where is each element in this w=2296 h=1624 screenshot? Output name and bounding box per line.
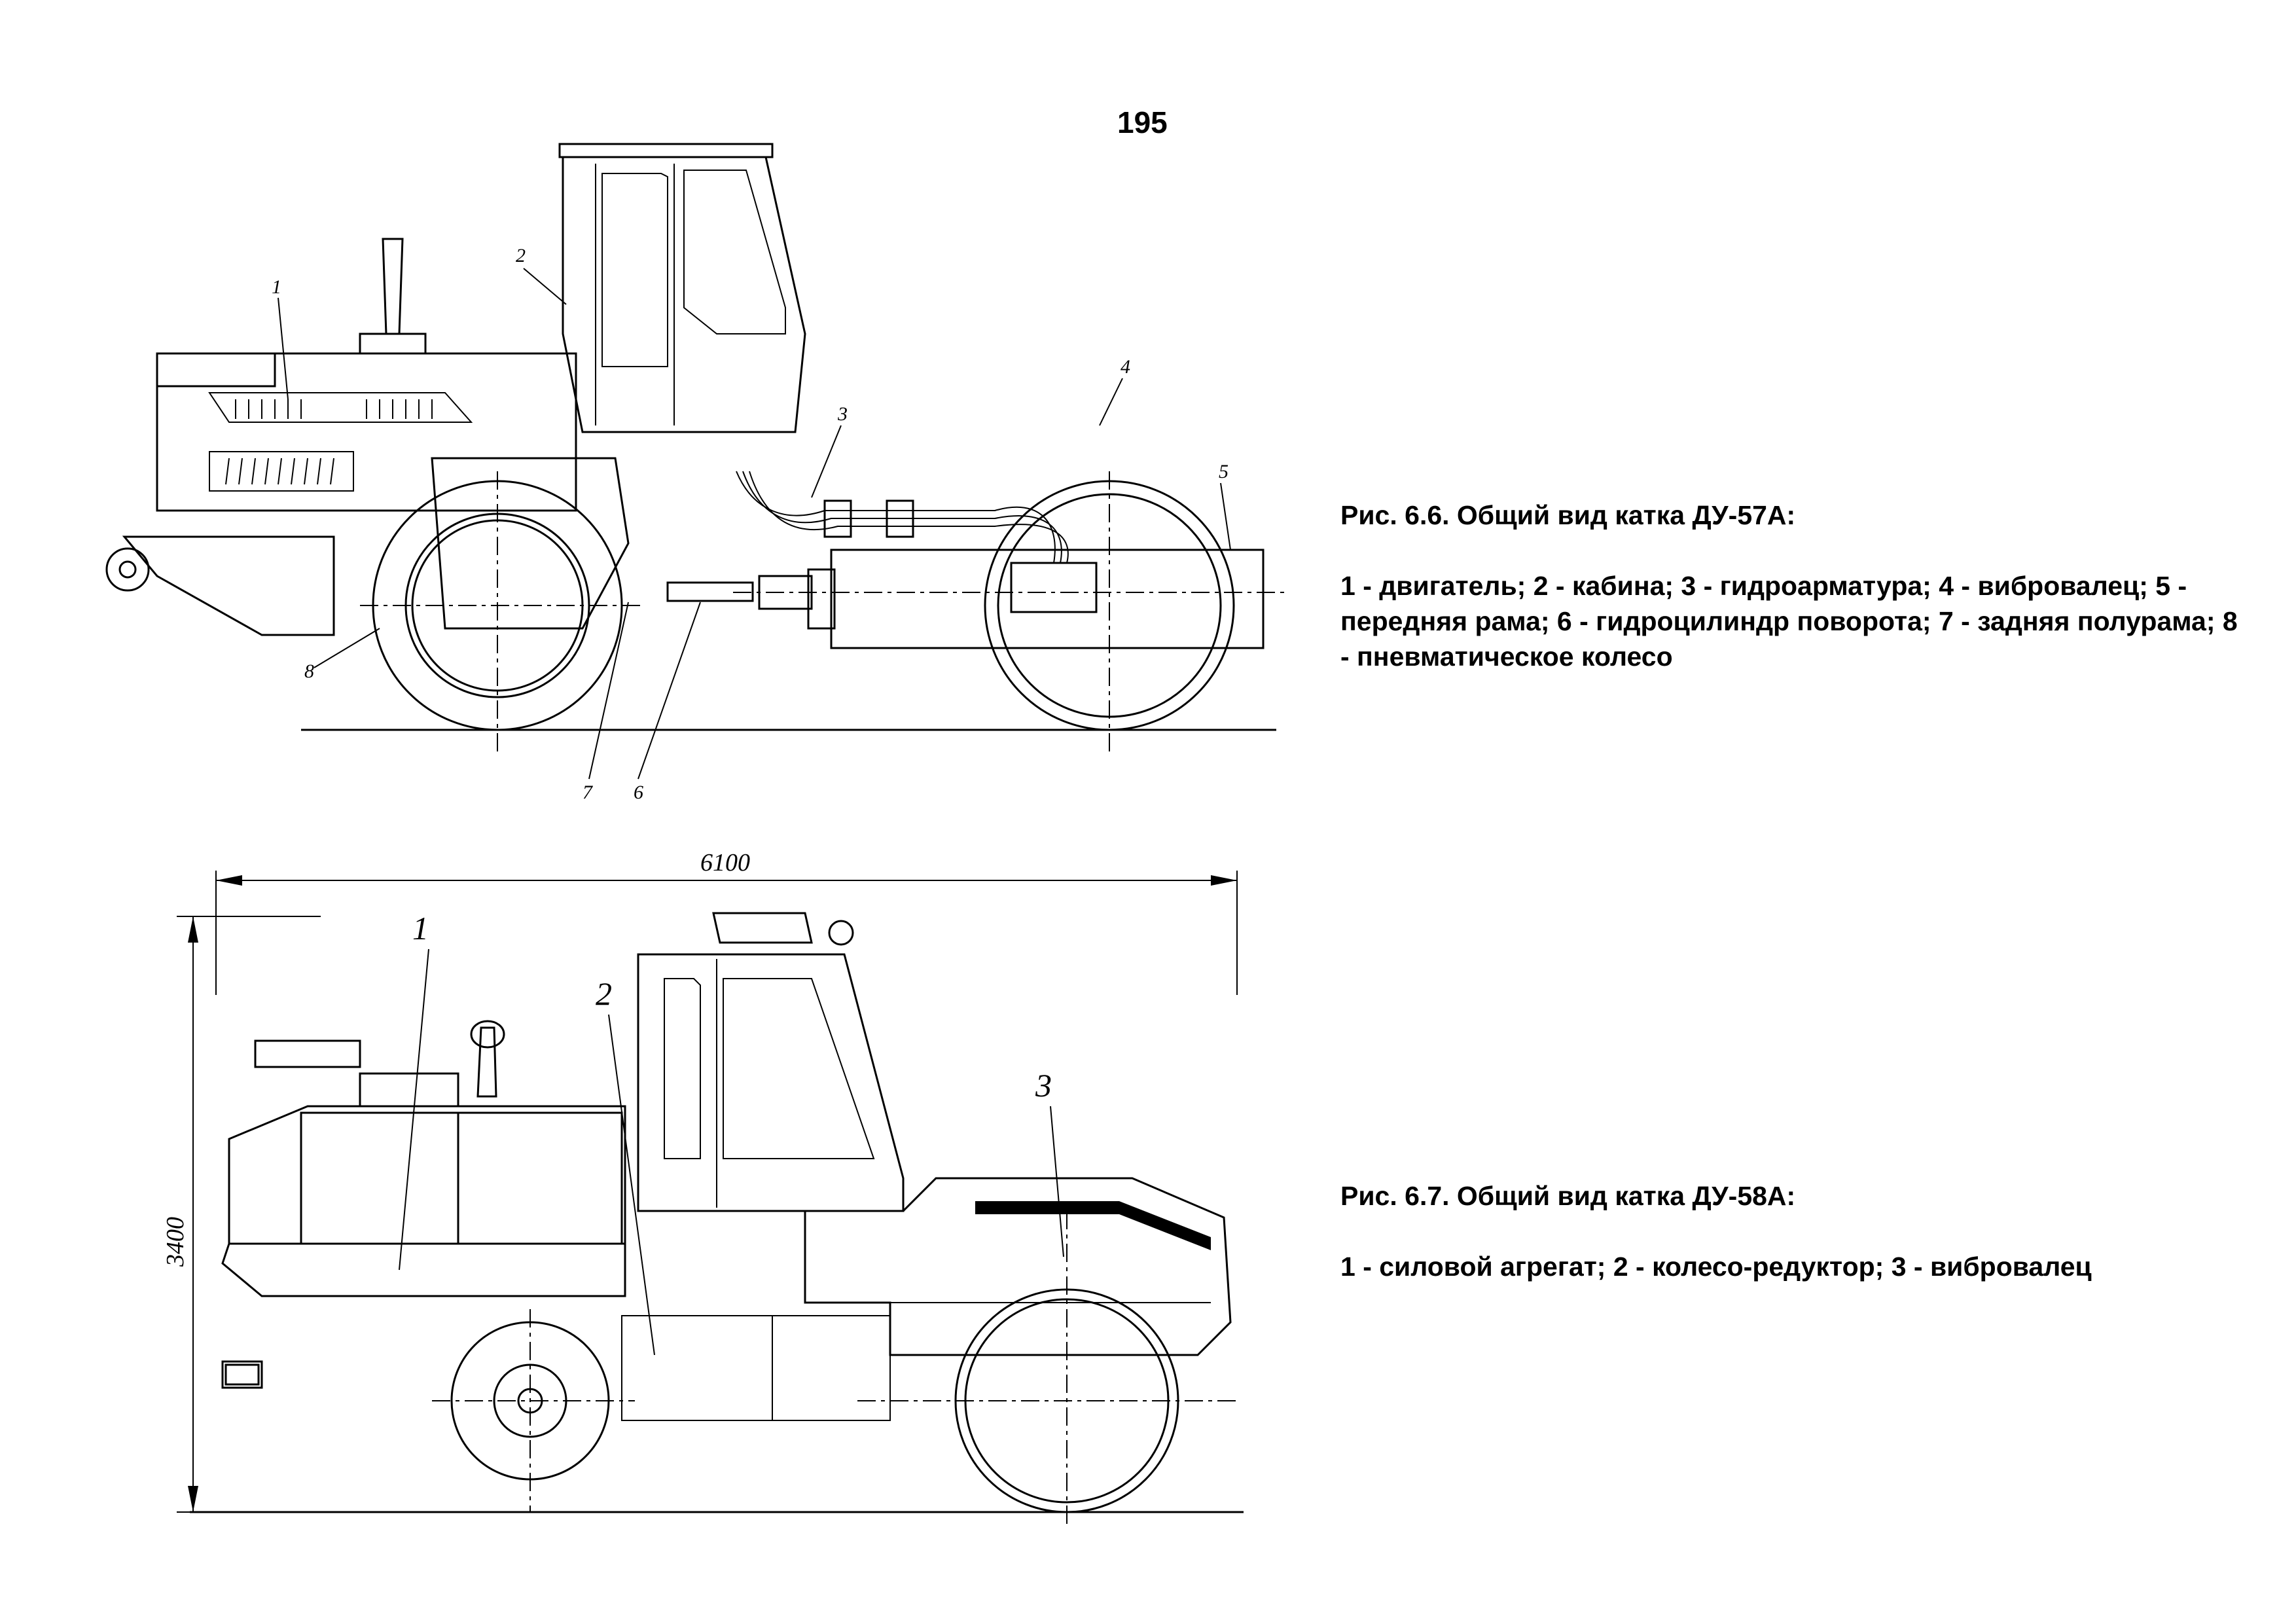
cabin [558, 143, 806, 433]
callout-4: 4 [1121, 356, 1130, 378]
figure-2-caption: Рис. 6.7. Общий вид катка ДУ-58А: 1 - си… [1340, 1178, 2270, 1284]
dimension-height-value: 3400 [162, 1217, 189, 1267]
cab [637, 912, 905, 1212]
vibro-roller-2 [857, 1211, 1237, 1525]
figure-1-drawing: 1 2 3 4 5 6 7 8 [105, 143, 1289, 803]
chassis [105, 457, 1265, 649]
page-number: 195 [1117, 105, 1168, 139]
dimension-length-value: 6100 [700, 849, 750, 876]
dimension-length: 6100 [215, 849, 1238, 995]
engine-hood [156, 352, 577, 512]
exhaust-pipe [359, 238, 427, 355]
callout-8: 8 [304, 660, 314, 682]
figure-2-title: Рис. 6.7. Общий вид катка ДУ-58А: [1340, 1181, 1796, 1211]
callout-2-2: 2 [596, 975, 612, 1012]
figure-1-callouts: 1 2 3 4 5 6 7 8 [272, 245, 1231, 803]
pneumatic-wheel [360, 471, 641, 753]
vibro-roller [733, 471, 1289, 753]
callout-2-3: 3 [1035, 1067, 1052, 1104]
callout-6: 6 [634, 782, 643, 803]
callout-2-1: 1 [412, 910, 429, 947]
callout-1: 1 [272, 276, 281, 298]
callout-3: 3 [837, 403, 848, 425]
figure-1-legend: 1 - двигатель; 2 - кабина; 3 - гидроарма… [1340, 571, 2238, 672]
hydraulics [666, 471, 1069, 610]
callout-7: 7 [583, 782, 594, 803]
figure-1-caption: Рис. 6.6. Общий вид катка ДУ-57А: 1 - дв… [1340, 497, 2244, 674]
callout-2: 2 [516, 245, 526, 266]
figure-2-legend: 1 - силовой агрегат; 2 - колесо-редуктор… [1340, 1252, 2092, 1282]
front-frame [621, 1177, 1232, 1421]
figure-1-title: Рис. 6.6. Общий вид катка ДУ-57А: [1340, 500, 1796, 530]
figure-2-drawing: 6100 3400 [162, 849, 1244, 1525]
callout-5: 5 [1219, 461, 1229, 482]
wheel-reducer [432, 1309, 635, 1512]
power-unit [221, 1020, 626, 1389]
figure-2-callouts: 1 2 3 [399, 910, 1064, 1356]
